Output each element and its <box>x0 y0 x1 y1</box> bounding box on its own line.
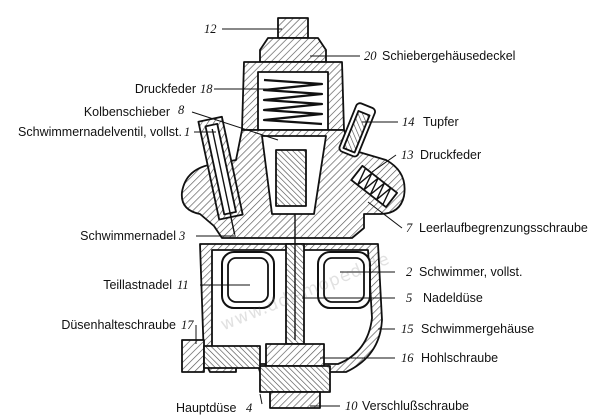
label-tupfer: Tupfer <box>423 115 459 129</box>
label-schwimmer: Schwimmer, vollst. <box>419 265 523 279</box>
part-number-20: 20 <box>364 49 377 63</box>
part-number-18: 18 <box>200 82 213 96</box>
closing-screw <box>269 391 321 409</box>
part-number-1: 1 <box>184 125 191 139</box>
label-leerlaufbegrenzungsschraube: Leerlaufbegrenzungsschraube <box>419 221 588 235</box>
cover-nut <box>259 37 327 63</box>
leader-13 <box>371 154 397 173</box>
label-schiebergehaeusedeckel: Schiebergehäusedeckel <box>382 49 516 63</box>
leader-lines <box>191 28 403 407</box>
part-number-10: 10 <box>345 399 358 413</box>
top-screw <box>277 17 309 39</box>
label-druckfeder-13: Druckfeder <box>420 148 482 162</box>
label-schwimmernadel: Schwimmernadel <box>80 229 176 243</box>
label-schwimmernadelventil: Schwimmernadelventil, vollst. <box>18 125 182 139</box>
tickler <box>338 102 376 158</box>
label-duesenhalteschraube: Düsenhalteschraube <box>61 318 176 332</box>
part-number-4: 4 <box>246 401 253 415</box>
float-needle-valve <box>197 115 244 235</box>
part-number-13: 13 <box>401 148 414 162</box>
part-number-12: 12 <box>204 22 217 36</box>
compression-spring <box>262 78 324 126</box>
part-number-5: 5 <box>406 291 413 305</box>
leader-8 <box>191 111 279 141</box>
label-hohlschraube: Hohlschraube <box>421 351 499 365</box>
label-schwimmergehaeuse: Schwimmergehäuse <box>421 322 535 336</box>
main-jet <box>259 365 331 393</box>
jet-retaining-screw <box>181 339 205 373</box>
label-kolbenschieber: Kolbenschieber <box>83 105 170 119</box>
label-verschlussschraube: Verschlußschraube <box>362 399 470 413</box>
part-number-16: 16 <box>401 351 414 365</box>
float-left <box>221 251 275 309</box>
part-number-8: 8 <box>178 103 185 117</box>
label-druckfeder-18: Druckfeder <box>134 82 196 96</box>
label-nadelduese: Nadeldüse <box>423 291 483 305</box>
carburetor-body <box>180 17 406 409</box>
leader-7 <box>367 201 403 229</box>
label-hauptduese: Hauptdüse <box>176 401 237 415</box>
leader-4 <box>259 393 263 405</box>
float-right <box>317 251 371 309</box>
label-teillastnadel: Teillastnadel <box>103 278 172 292</box>
part-number-15: 15 <box>401 322 414 336</box>
idle-stop-screw <box>350 164 398 208</box>
part-number-7: 7 <box>406 221 413 235</box>
part-number-14: 14 <box>402 115 415 129</box>
part-number-17: 17 <box>181 318 194 332</box>
part-number-3: 3 <box>179 229 186 243</box>
part-number-2: 2 <box>406 265 413 279</box>
part-number-11: 11 <box>177 278 189 292</box>
hollow-screw <box>265 343 325 367</box>
